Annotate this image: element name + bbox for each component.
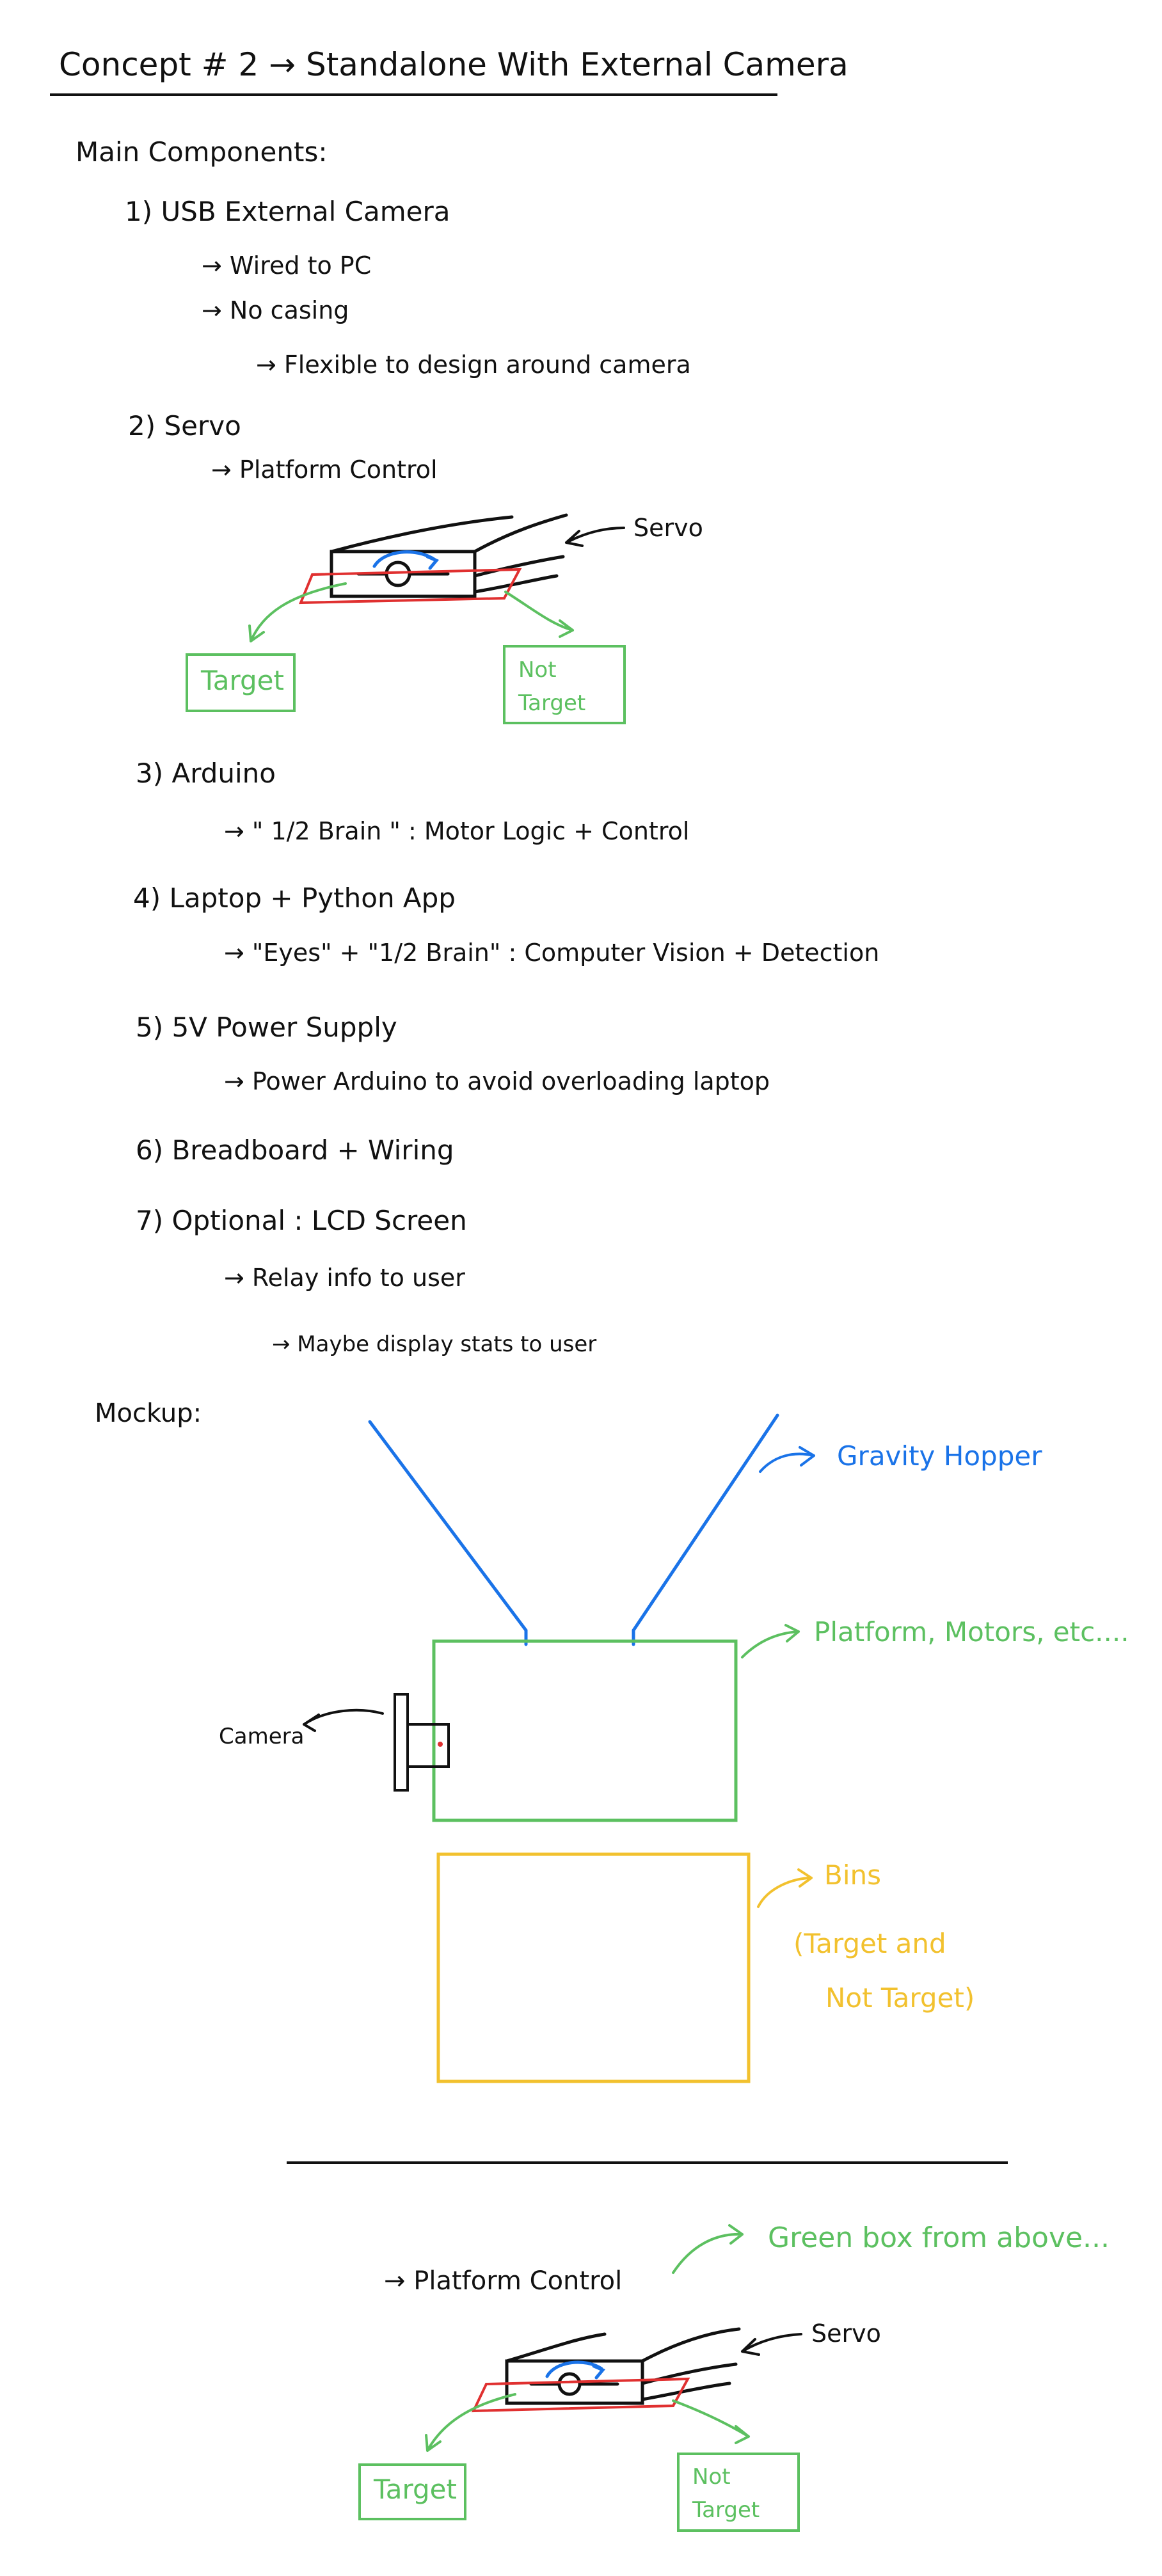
component-4-sub-1: → "Eyes" + "1/2 Brain" : Computer Vision… — [224, 939, 879, 967]
platform-box — [434, 1641, 736, 1820]
bottom-not-target-line-1: Not — [692, 2464, 731, 2490]
label-line-2: Target — [518, 690, 585, 716]
bins-note-line-2: Not Target) — [825, 1982, 975, 2014]
component-1-sub-2: → No casing — [202, 296, 349, 324]
green-box-note: Green box from above... — [768, 2222, 1110, 2254]
camera-label-arrow — [304, 1710, 383, 1731]
arrow-to-not-target — [505, 592, 573, 637]
bottom-platform-control: → Platform Control — [384, 2266, 622, 2296]
servo-sketch-top: Servo Target Not Target — [187, 514, 703, 723]
bottom-servo-pointer-arrow — [742, 2334, 801, 2355]
bottom-arrow-to-target — [426, 2394, 515, 2451]
component-4-label: 4) Laptop + Python App — [133, 882, 456, 914]
servo-sketch-bottom: Servo Target Not Target — [360, 2319, 881, 2531]
component-3-label: 3) Arduino — [136, 758, 276, 789]
bins-box — [438, 1854, 749, 2081]
component-6-label: 6) Breadboard + Wiring — [136, 1134, 454, 1166]
bins-label-arrow — [758, 1870, 811, 1907]
bins-note-line-1: (Target and — [793, 1928, 946, 1959]
component-5-sub-1: → Power Arduino to avoid overloading lap… — [224, 1067, 770, 1095]
hopper-label-arrow — [760, 1447, 814, 1472]
green-box-note-arrow — [673, 2225, 742, 2273]
component-3-sub-1: → " 1/2 Brain " : Motor Logic + Control — [224, 817, 689, 845]
bottom-target-label: Target — [373, 2474, 457, 2505]
component-1-subsub: → Flexible to design around camera — [256, 351, 691, 379]
component-7-subsub: → Maybe display stats to user — [272, 1332, 596, 1357]
bins-label: Bins — [824, 1859, 881, 1891]
platform-label-arrow — [742, 1625, 799, 1657]
bottom-arrow-to-not-target — [673, 2401, 749, 2443]
gravity-hopper — [370, 1415, 777, 1644]
camera-lens-dot — [438, 1742, 443, 1747]
bottom-not-target-label: Not Target — [692, 2464, 760, 2523]
label-line-2: Target — [692, 2497, 760, 2523]
mockup-heading: Mockup: — [95, 1399, 202, 1428]
servo-pointer-arrow — [566, 528, 624, 546]
bottom-servo-label: Servo — [811, 2319, 881, 2348]
component-7-label: 7) Optional : LCD Screen — [136, 1205, 467, 1236]
component-7-sub-1: → Relay info to user — [224, 1264, 465, 1292]
camera-drawing — [395, 1694, 449, 1790]
platform-label: Platform, Motors, etc.... — [814, 1616, 1129, 1648]
component-2-sub-1: → Platform Control — [211, 456, 438, 484]
component-1-sub-1: → Wired to PC — [202, 251, 371, 280]
component-5-label: 5) 5V Power Supply — [136, 1012, 397, 1043]
component-2-label: 2) Servo — [128, 410, 241, 441]
main-components-heading: Main Components: — [76, 136, 327, 168]
bottom-servo-body-drawing — [507, 2329, 739, 2403]
camera-mount — [395, 1694, 408, 1790]
servo-body-drawing — [331, 515, 566, 596]
hopper-label: Gravity Hopper — [837, 1440, 1042, 1472]
not-target-line-1: Not — [518, 657, 557, 683]
page-title: Concept # 2 → Standalone With External C… — [59, 46, 848, 83]
component-1-label: 1) USB External Camera — [125, 196, 450, 227]
target-label: Target — [200, 665, 284, 696]
camera-label: Camera — [219, 1724, 304, 1749]
not-target-label: Not Target — [518, 657, 585, 716]
servo-label: Servo — [633, 514, 703, 542]
